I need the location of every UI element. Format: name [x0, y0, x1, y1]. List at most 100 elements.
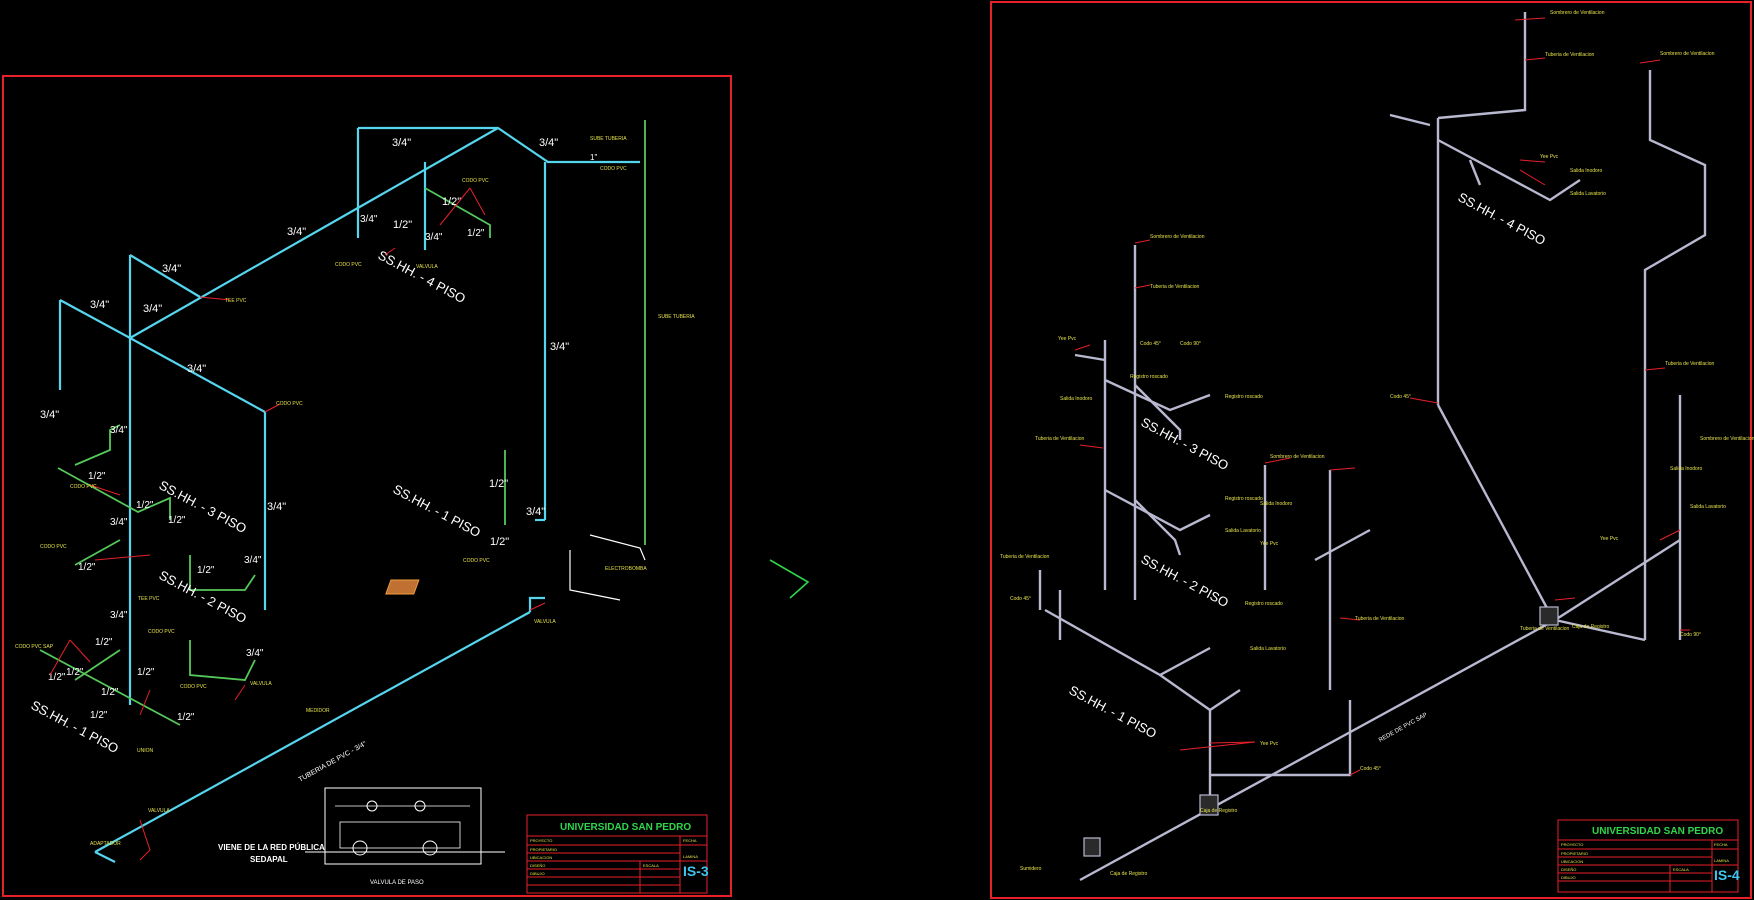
svg-text:Registro roscado: Registro roscado: [1130, 374, 1168, 380]
svg-text:Sombrero de Ventilacion: Sombrero de Ventilacion: [1150, 234, 1205, 240]
svg-text:3/4": 3/4": [267, 501, 286, 513]
svg-text:Caja de Registro: Caja de Registro: [1110, 871, 1147, 877]
svg-text:Codo 45°: Codo 45°: [1390, 394, 1411, 400]
svg-text:3/4": 3/4": [550, 341, 569, 353]
svg-text:1/2": 1/2": [66, 667, 84, 678]
svg-text:3/4": 3/4": [110, 425, 128, 436]
svg-text:3/4": 3/4": [425, 232, 443, 243]
svg-text:CODO PVC: CODO PVC: [600, 166, 627, 172]
svg-text:Tuberia de Ventilacion: Tuberia de Ventilacion: [1355, 616, 1405, 622]
floor-label-1: SS.HH. - 1 PISO: [29, 697, 122, 756]
sheet-is3: 3/4" 3/4" 3/4" 3/4" 3/4" 3/4" 3/4" 3/4" …: [2, 75, 732, 897]
svg-text:1/2": 1/2": [48, 672, 66, 683]
svg-text:LAMINA: LAMINA: [1714, 858, 1729, 863]
svg-text:SUBE TUBERIA: SUBE TUBERIA: [590, 136, 627, 142]
main-pipe-label: TUBERIA DE PVC - 3/4": [298, 740, 369, 783]
svg-text:1/2": 1/2": [88, 471, 106, 482]
svg-text:Salida Inodoro: Salida Inodoro: [1060, 396, 1092, 402]
svg-text:LAMINA: LAMINA: [683, 854, 698, 859]
svg-text:DISEÑO: DISEÑO: [1561, 867, 1576, 872]
svg-text:3/4": 3/4": [246, 648, 264, 659]
floor-label-1b: SS.HH. - 1 PISO: [391, 481, 484, 540]
chevron-right-icon[interactable]: [769, 559, 810, 599]
svg-text:Sumidero: Sumidero: [1020, 866, 1042, 872]
svg-text:Tuberia de Ventilacion: Tuberia de Ventilacion: [1665, 361, 1715, 367]
title-block-is4-code: IS-4: [1714, 867, 1740, 883]
svg-text:Yee Pvc: Yee Pvc: [1058, 336, 1077, 342]
svg-text:Salida Lavatorio: Salida Lavatorio: [1570, 191, 1606, 197]
svg-text:ESCALA: ESCALA: [1673, 867, 1689, 872]
leader-lines: [49, 187, 546, 861]
svg-text:PROPIETARIO: PROPIETARIO: [530, 847, 557, 852]
register-boxes: [1083, 606, 1559, 857]
svg-text:UNION: UNION: [137, 748, 154, 754]
svg-text:Registro roscado: Registro roscado: [1225, 496, 1263, 502]
svg-text:Yee Pvc: Yee Pvc: [1260, 741, 1279, 747]
svg-text:Codo 90°: Codo 90°: [1680, 632, 1701, 638]
svg-text:1/2": 1/2": [90, 710, 108, 721]
svg-text:3/4": 3/4": [539, 137, 558, 149]
svg-text:Sombrero de Ventilacion: Sombrero de Ventilacion: [1550, 10, 1605, 16]
svg-text:ELECTROBOMBA: ELECTROBOMBA: [605, 566, 647, 572]
svg-text:Sombrero de Ventilacion: Sombrero de Ventilacion: [1700, 436, 1754, 442]
svg-text:1/2": 1/2": [393, 219, 412, 231]
svg-text:UBICACION: UBICACION: [1561, 859, 1583, 864]
title-block-code: IS-3: [683, 863, 709, 879]
svg-text:3/4": 3/4": [244, 555, 262, 566]
svg-text:ESCALA: ESCALA: [643, 863, 659, 868]
svg-text:1/2": 1/2": [101, 687, 119, 698]
title-block-is4-institution: UNIVERSIDAD SAN PEDRO: [1592, 826, 1723, 837]
svg-text:1/2": 1/2": [168, 515, 186, 526]
svg-text:3/4": 3/4": [187, 363, 206, 375]
svg-text:PROYECTO: PROYECTO: [1561, 842, 1583, 847]
branch-network: [39, 120, 646, 726]
svg-text:3/4": 3/4": [110, 610, 128, 621]
svg-text:PROYECTO: PROYECTO: [530, 838, 552, 843]
svg-text:Tuberia de Ventilacion: Tuberia de Ventilacion: [1150, 284, 1200, 290]
sheet-is3-frame: [2, 75, 732, 897]
drain-leader-lines: [1074, 17, 1690, 776]
svg-text:1/2": 1/2": [137, 667, 155, 678]
svg-text:VALVULA: VALVULA: [534, 619, 556, 625]
svg-text:Salida Lavatorio: Salida Lavatorio: [1690, 504, 1726, 510]
svg-text:Tuberia de Ventilacion: Tuberia de Ventilacion: [1520, 626, 1570, 632]
floor-label-4: SS.HH. - 4 PISO: [376, 247, 469, 306]
svg-text:MEDIDOR: MEDIDOR: [306, 708, 330, 714]
pump-equipment: [385, 534, 646, 601]
title-block-is3: UNIVERSIDAD SAN PEDRO IS-3 PROYECTO PROP…: [526, 814, 709, 894]
svg-text:Codo 45°: Codo 45°: [1140, 341, 1161, 347]
svg-text:CODO PVC: CODO PVC: [463, 558, 490, 564]
svg-text:1": 1": [590, 153, 597, 162]
svg-text:CODO PVC: CODO PVC: [180, 684, 207, 690]
svg-text:VALVULA: VALVULA: [148, 808, 170, 814]
svg-text:FECHA: FECHA: [1714, 842, 1728, 847]
svg-text:DISEÑO: DISEÑO: [530, 863, 545, 868]
svg-text:Tuberia de Ventilacion: Tuberia de Ventilacion: [1035, 436, 1085, 442]
svg-text:3/4": 3/4": [143, 303, 162, 315]
sheet-is4-frame: [990, 1, 1752, 899]
svg-text:Caja de Registro: Caja de Registro: [1200, 808, 1237, 814]
svg-text:Salida Lavatorio: Salida Lavatorio: [1250, 646, 1286, 652]
svg-text:CODO PVC: CODO PVC: [70, 484, 97, 490]
svg-text:Codo 45°: Codo 45°: [1010, 596, 1031, 602]
svg-text:3/4": 3/4": [392, 137, 411, 149]
svg-text:3/4": 3/4": [526, 506, 545, 518]
svg-text:1/2": 1/2": [467, 228, 485, 239]
svg-text:CODO PVC: CODO PVC: [335, 262, 362, 268]
svg-text:UBICACION: UBICACION: [530, 855, 552, 860]
drain-floor-label-2: SS.HH. - 2 PISO: [1139, 551, 1232, 610]
svg-text:1/2": 1/2": [177, 712, 195, 723]
svg-text:DIBUJO: DIBUJO: [530, 871, 545, 876]
svg-text:ADAPTADOR: ADAPTADOR: [90, 841, 121, 847]
sheet-is4: SS.HH. - 4 PISO SS.HH. - 3 PISO SS.HH. -…: [990, 1, 1754, 899]
svg-text:1/2": 1/2": [136, 500, 154, 511]
street-supply-label: VIENE DE LA RED PÚBLICA: [218, 843, 325, 852]
svg-text:3/4": 3/4": [360, 214, 378, 225]
drain-floor-label-1: SS.HH. - 1 PISO: [1067, 682, 1160, 741]
svg-text:Salida Inodoro: Salida Inodoro: [1570, 168, 1602, 174]
svg-text:TEE PVC: TEE PVC: [138, 596, 160, 602]
drain-network: [1038, 12, 1707, 882]
title-block-is4: UNIVERSIDAD SAN PEDRO IS-4 PROYECTO PROP…: [1557, 819, 1740, 893]
svg-text:1/2": 1/2": [95, 637, 113, 648]
